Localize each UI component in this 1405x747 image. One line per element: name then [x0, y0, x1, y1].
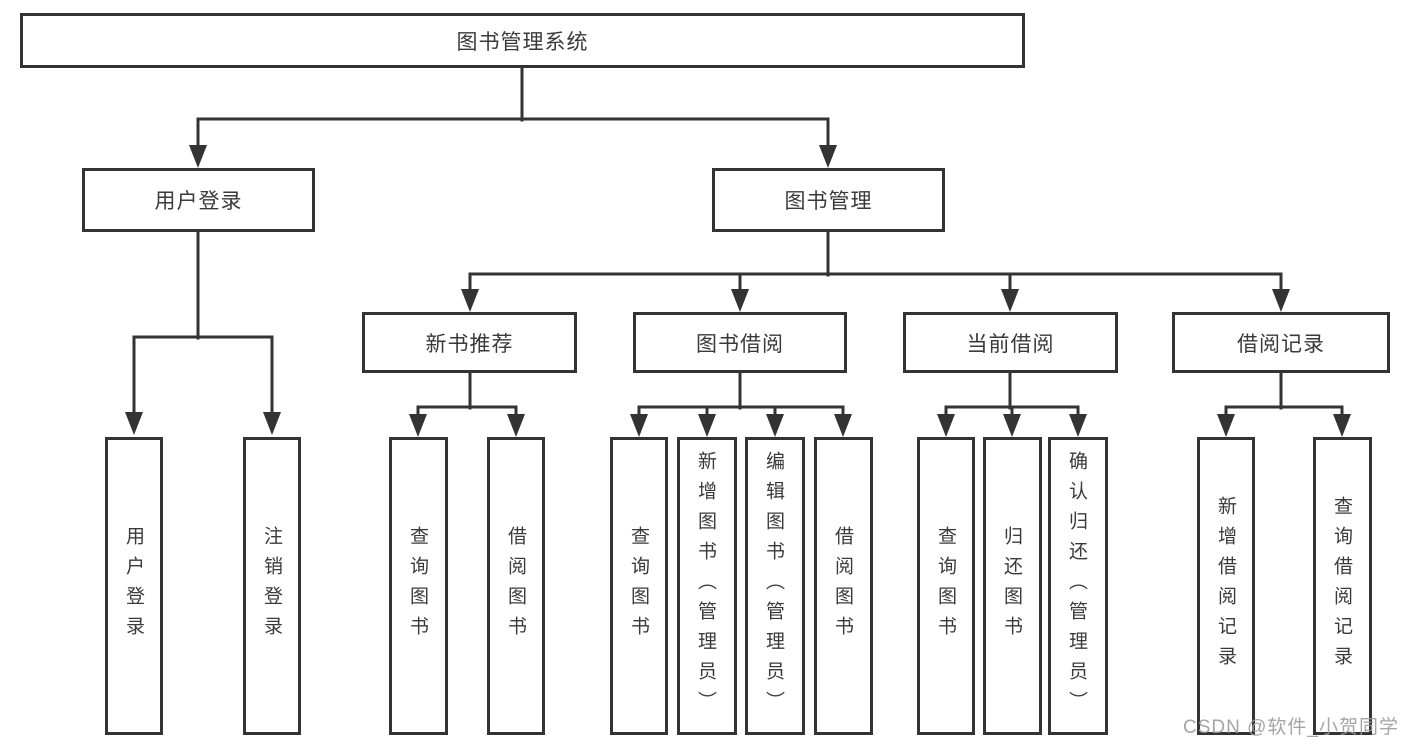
csdn-watermark: CSDN @软件_小贺同学 [1183, 717, 1399, 738]
leaf-current-return-book: 归还图书 [983, 437, 1042, 735]
node-new-book-recommend: 新书推荐 [362, 312, 577, 373]
leaf-user-login: 用户登录 [105, 437, 163, 735]
leaf-borrowing-search-book: 查询图书 [610, 437, 668, 735]
leaf-borrowing-borrow-book: 借阅图书 [814, 437, 873, 735]
leaf-records-search-record: 查询借阅记录 [1313, 437, 1372, 735]
node-borrowing-records: 借阅记录 [1172, 312, 1390, 373]
leaf-records-add-record: 新增借阅记录 [1197, 437, 1255, 735]
node-user-login: 用户登录 [82, 168, 315, 232]
leaf-recommend-search-book: 查询图书 [389, 437, 448, 735]
leaf-current-confirm-return-admin: 确认归还（管理员） [1048, 437, 1108, 735]
leaf-borrowing-add-book-admin: 新增图书（管理员） [677, 437, 737, 735]
leaf-recommend-borrow-book: 借阅图书 [487, 437, 545, 735]
node-book-management: 图书管理 [712, 168, 945, 232]
leaf-current-search-book: 查询图书 [917, 437, 975, 735]
node-current-borrowing: 当前借阅 [903, 312, 1118, 373]
node-book-borrowing: 图书借阅 [633, 312, 847, 373]
leaf-borrowing-edit-book-admin: 编辑图书（管理员） [745, 437, 805, 735]
leaf-logout-login: 注销登录 [243, 437, 301, 735]
node-library-management-system: 图书管理系统 [20, 13, 1025, 68]
